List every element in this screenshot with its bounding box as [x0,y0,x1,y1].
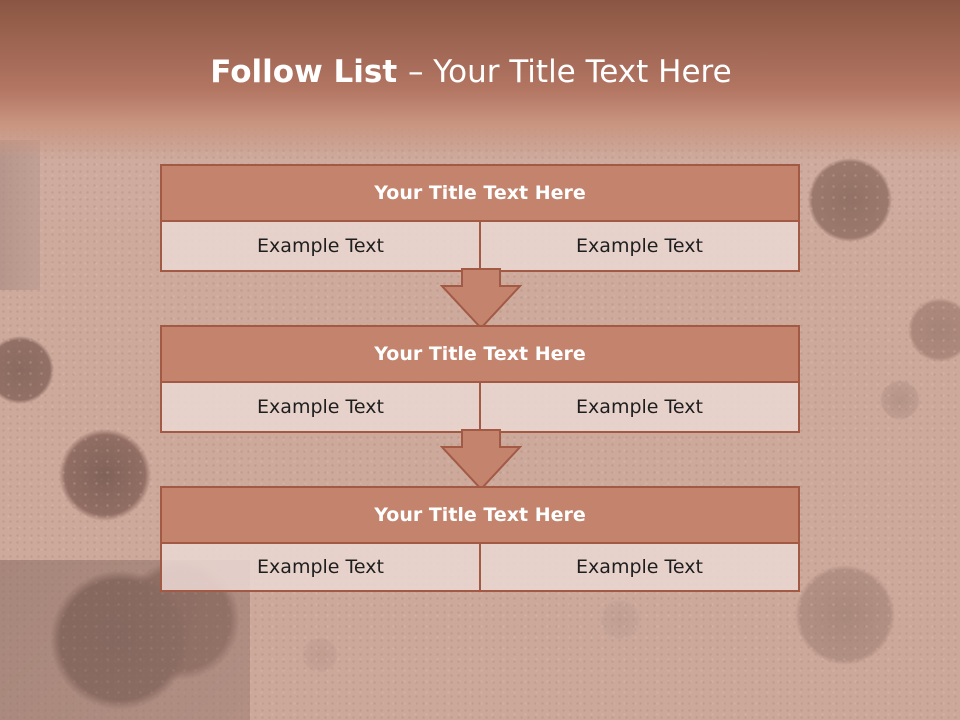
step-block-1: Your Title Text Here Example Text Exampl… [160,164,800,272]
step-row-2: Example Text Example Text [162,383,798,431]
step-row-1: Example Text Example Text [162,222,798,270]
step-block-3: Your Title Text Here Example Text Exampl… [160,486,800,592]
step-cell-2-right: Example Text [479,383,798,431]
title-band [0,0,960,160]
down-arrow-icon [440,268,522,330]
step-title-1: Your Title Text Here [162,166,798,222]
title-rest: – Your Title Text Here [407,54,732,90]
slide-title: Follow List – Your Title Text Here [0,54,942,90]
down-arrow-icon [440,429,522,491]
step-title-3: Your Title Text Here [162,488,798,544]
step-block-2: Your Title Text Here Example Text Exampl… [160,325,800,433]
step-cell-3-right: Example Text [479,544,798,590]
step-cell-1-right: Example Text [479,222,798,270]
step-cell-2-left: Example Text [162,383,479,431]
step-cell-1-left: Example Text [162,222,479,270]
step-row-3: Example Text Example Text [162,544,798,590]
step-cell-3-left: Example Text [162,544,479,590]
chocolate-bar-left [0,140,40,290]
title-bold: Follow List [210,54,408,90]
step-title-2: Your Title Text Here [162,327,798,383]
